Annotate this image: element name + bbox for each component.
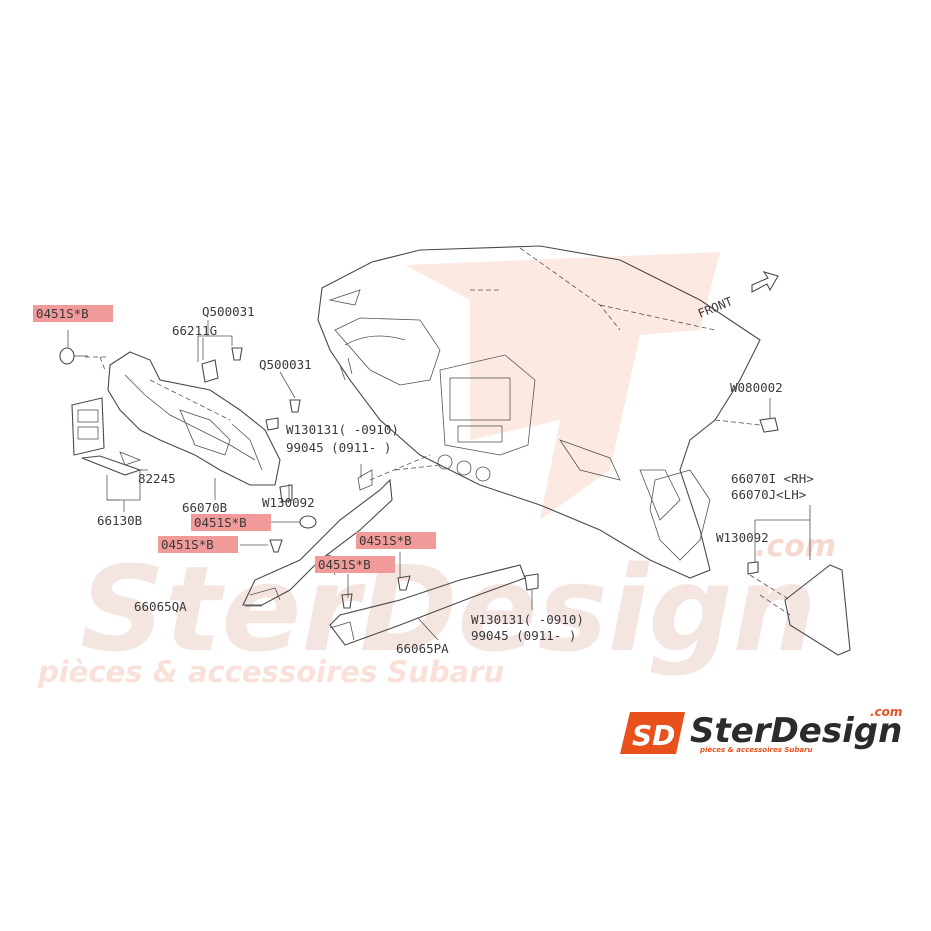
label-66070B: 66070B [182,500,227,515]
watermark-dotcom: .com [755,529,836,564]
part-82245 [81,451,142,476]
label-66070I-RH: 66070I <RH> [731,471,814,486]
label-Q500031-2: Q500031 [259,357,312,372]
lower-cover-66070B [85,351,281,486]
brand-logo: SD SterDesign .com pièces & accessoires … [620,705,902,754]
label-99045-1: 99045 (0911- ) [286,440,391,455]
label-66130B: 66130B [97,513,142,528]
label-W080002: W080002 [730,380,783,395]
label-Q500031-1: Q500031 [202,304,255,319]
logo-tagline: pièces & accessoires Subaru [699,746,813,754]
label-0451S-B-4: 0451S*B [359,533,412,548]
watermark-brand: SterDesign [80,540,817,678]
highlights [33,305,436,573]
label-W130131-2: W130131( -0910) [471,612,584,627]
label-0451S-B-5: 0451S*B [318,557,371,572]
highlight-box [191,514,271,531]
switch-panel [71,397,105,456]
part-W080002 [759,417,779,433]
label-0451S-B-3: 0451S*B [161,537,214,552]
watermark: SterDesign .com pièces & accessoires Sub… [37,252,836,689]
label-W130131-1: W130131( -0910) [286,422,399,437]
label-W130092-2: W130092 [716,530,769,545]
label-W130092-1: W130092 [262,495,315,510]
label-0451S-B-1: 0451S*B [36,306,89,321]
part-66070I-66070J [747,561,851,656]
clips [59,347,301,503]
label-99045-2: 99045 (0911- ) [471,628,576,643]
instrument-panel [317,245,761,579]
highlight-box [33,305,113,322]
label-66065QA: 66065QA [134,599,187,614]
logo-dotcom: .com [870,705,902,719]
label-66070J-LH: 66070J<LH> [731,487,806,502]
label-0451S-B-2: 0451S*B [194,515,247,530]
label-66065PA: 66065PA [396,641,449,656]
highlight-box [315,556,395,573]
part-labels: 0451S*B Q500031 66211G Q500031 W130131( … [36,304,814,656]
watermark-tagline: pièces & accessoires Subaru [37,655,504,689]
leader-lines [67,320,811,641]
label-66211G: 66211G [172,323,217,338]
logo-badge-text: SD [632,719,675,752]
label-82245: 82245 [138,471,176,486]
logo-name: SterDesign [690,711,902,751]
highlight-box [158,536,238,553]
part-66065QA [242,469,393,606]
highlight-box [356,532,436,549]
logo-badge-shape [620,712,685,754]
